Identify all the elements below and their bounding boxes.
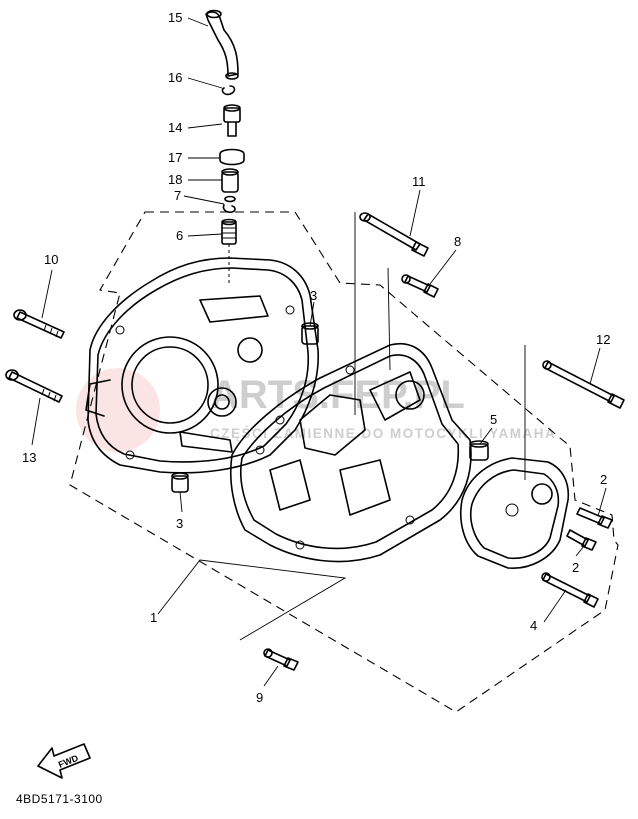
callout-6: 6 — [176, 228, 183, 243]
assembly-outline — [69, 211, 619, 713]
bolts — [5, 212, 625, 671]
callout-4: 4 — [530, 618, 537, 633]
callout-13: 13 — [22, 450, 36, 465]
bolt-10 — [13, 309, 65, 339]
crankcase-cover — [460, 457, 570, 569]
callout-5: 5 — [490, 412, 497, 427]
left-crankcase — [85, 257, 319, 474]
fwd-arrow-icon: FWD — [37, 743, 91, 779]
callout-3-upper: 3 — [310, 288, 317, 303]
watermark-main-text: ARTS.FEP.PL — [210, 373, 465, 417]
bolt-2-lower — [566, 529, 597, 551]
leader-lines — [31, 17, 607, 687]
callout-8: 8 — [454, 234, 461, 249]
callout-1: 1 — [150, 610, 157, 625]
callout-15: 15 — [168, 10, 182, 25]
bolt-9 — [263, 648, 299, 671]
callout-7: 7 — [174, 188, 181, 203]
bolt-11 — [359, 212, 429, 257]
bolt-8 — [401, 274, 439, 298]
document-code: 4BD5171-3100 — [16, 792, 103, 806]
bolt-4 — [541, 572, 599, 608]
callouts: 15 16 14 17 18 7 6 11 8 10 3 12 13 5 2 3… — [22, 10, 610, 705]
callout-11: 11 — [412, 174, 426, 189]
breather-assembly — [205, 9, 245, 285]
callout-10: 10 — [44, 252, 58, 267]
callout-18: 18 — [168, 172, 182, 187]
callout-9: 9 — [256, 690, 263, 705]
callout-3-lower: 3 — [176, 516, 183, 531]
bolt-12 — [542, 360, 625, 409]
callout-2-lower: 2 — [572, 560, 579, 575]
bolt-13 — [5, 369, 63, 403]
callout-16: 16 — [168, 70, 182, 85]
callout-12: 12 — [596, 332, 610, 347]
callout-17: 17 — [168, 150, 182, 165]
right-crankcase — [229, 343, 472, 563]
callout-2-upper: 2 — [600, 472, 607, 487]
callout-14: 14 — [168, 120, 182, 135]
bolt-2-upper — [576, 507, 613, 529]
